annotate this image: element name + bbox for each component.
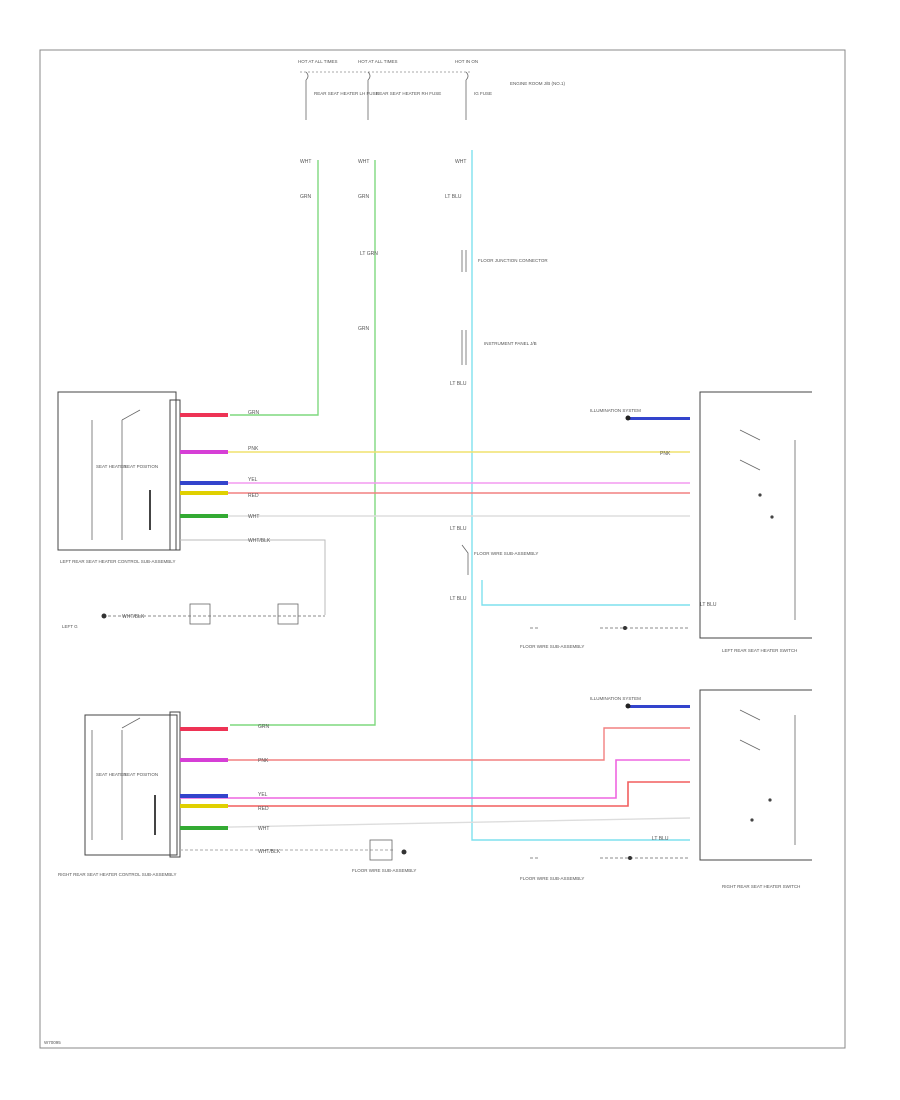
right-rear-heater-control: SEAT HEATER SEAT POSITION RIGHT REAR SEA… [58, 711, 181, 877]
wire-tag-12: GRN [248, 410, 260, 416]
wire-tag-17: WHT/BLK [248, 538, 271, 544]
wire-tag-9: LT BLU [450, 381, 467, 387]
wire-tag-14: YEL [248, 477, 258, 483]
wire-tag-27: LT BLU [652, 836, 669, 842]
fuse-side-note: ENGINE ROOM J/B (NO.1) [510, 81, 566, 86]
wire-tag-26: WHT/BLK [258, 849, 281, 855]
wire-tag-23: YEL [258, 792, 268, 798]
wire-tag-24: RED [258, 806, 269, 812]
right-rear-heater-switch: RIGHT REAR SEAT HEATER SWITCH ILLUMINATI… [520, 689, 812, 889]
wire-tag-16: WHT [248, 514, 259, 520]
illumination-label-top: ILLUMINATION SYSTEM [590, 408, 641, 413]
wire-tag-25: WHT [258, 826, 269, 832]
fuse-3-icon [465, 71, 469, 120]
wire-tag-3: WHT [455, 159, 466, 165]
wire-tag-5: GRN [358, 194, 370, 200]
wire-tag-10: LT BLU [450, 526, 467, 532]
junction-2-label: INSTRUMENT PANEL J/B [484, 341, 537, 346]
fuse-3-label: HOT IN ON [455, 59, 478, 64]
junction-connectors: FLOOR JUNCTION CONNECTOR INSTRUMENT PANE… [450, 250, 548, 602]
left-seat-heater-label: SEAT HEATER [96, 464, 127, 469]
wire-r-red-upper [180, 727, 690, 761]
junction-3-label: FLOOR WIRE SUB-ASSEMBLY [474, 551, 538, 556]
junction-1-label: FLOOR JUNCTION CONNECTOR [478, 258, 548, 263]
right-rear-heater-control-name: RIGHT REAR SEAT HEATER CONTROL SUB-ASSEM… [58, 872, 176, 877]
wire-tag-2: WHT [358, 159, 369, 165]
left-rear-heater-switch-name: LEFT REAR SEAT HEATER SWITCH [722, 648, 797, 653]
right-control-pins [180, 727, 228, 830]
wire-feed-ig-cyan [471, 150, 690, 841]
wire-r-white [179, 817, 691, 829]
left-rear-heater-control-name: LEFT REAR SEAT HEATER CONTROL SUB-ASSEMB… [60, 559, 175, 564]
wire-tag-21: GRN [258, 724, 270, 730]
fuse-2-label: HOT AT ALL TIMES [358, 59, 398, 64]
left-seat-position-label: SEAT POSITION [124, 464, 158, 469]
wire-tag-1: WHT [300, 159, 311, 165]
right-ground-connector-label: FLOOR WIRE SUB-ASSEMBLY [352, 868, 416, 873]
wire-tag-4: GRN [300, 194, 312, 200]
fuse-1-name: REAR SEAT HEATER LH FUSE [314, 91, 379, 96]
right-lower-connector-label: FLOOR WIRE SUB-ASSEMBLY [520, 876, 584, 881]
wire-tag-11: LT BLU [450, 596, 467, 602]
diagram-frame [39, 49, 846, 1049]
wire-tag-6: LT BLU [445, 194, 462, 200]
wire-l-ground [180, 539, 326, 615]
left-lower-connector-label: FLOOR WIRE SUB-ASSEMBLY [520, 644, 584, 649]
ground-icon-2 [401, 849, 407, 855]
illumination-label-bottom: ILLUMINATION SYSTEM [590, 696, 641, 701]
fuse-1-icon [305, 71, 309, 120]
wire-feed-left-green [230, 160, 319, 416]
wire-r-red [180, 781, 690, 807]
wire-tag-20: PNK [660, 451, 671, 457]
right-seat-heater-label: SEAT HEATER [96, 772, 127, 777]
left-rear-heater-control: SEAT HEATER SEAT POSITION LEFT REAR SEAT… [57, 391, 181, 564]
left-ground-group: LEFT G WHT/BLK [62, 603, 325, 629]
fuse-2-icon [367, 71, 371, 120]
left-rear-heater-switch: LEFT REAR SEAT HEATER SWITCH ILLUMINATIO… [520, 391, 812, 653]
wire-feed-ig-cyan-branch [481, 580, 690, 606]
footer-code: W70095 [44, 1040, 61, 1045]
illumination-connector-icon-2 [625, 703, 631, 709]
wire-r-pink [180, 759, 690, 799]
wire-tag-7: LT GRN [360, 251, 378, 257]
illumination-connector-icon [625, 415, 631, 421]
wire-tag-18: WHT/BLK [122, 614, 145, 620]
left-control-pins [180, 413, 228, 518]
fuse-2-name: REAR SEAT HEATER RH FUSE [376, 91, 441, 96]
left-ground-label: LEFT G [62, 624, 78, 629]
ground-icon [101, 613, 107, 619]
fuse-3-name: IG FUSE [474, 91, 492, 96]
right-seat-position-label: SEAT POSITION [124, 772, 158, 777]
fuse-group: HOT AT ALL TIMES HOT AT ALL TIMES HOT IN… [298, 59, 566, 120]
right-ground-group: FLOOR WIRE SUB-ASSEMBLY [352, 839, 416, 873]
wire-tag-8: GRN [358, 326, 370, 332]
wire-feed-right-green [230, 160, 376, 726]
right-rear-heater-switch-name: RIGHT REAR SEAT HEATER SWITCH [722, 884, 800, 889]
wire-tag-22: PNK [258, 758, 269, 764]
wire-tag-13: PNK [248, 446, 259, 452]
fuse-1-label: HOT AT ALL TIMES [298, 59, 338, 64]
wire-tag-15: RED [248, 493, 259, 499]
wire-tag-19: LT BLU [700, 602, 717, 608]
